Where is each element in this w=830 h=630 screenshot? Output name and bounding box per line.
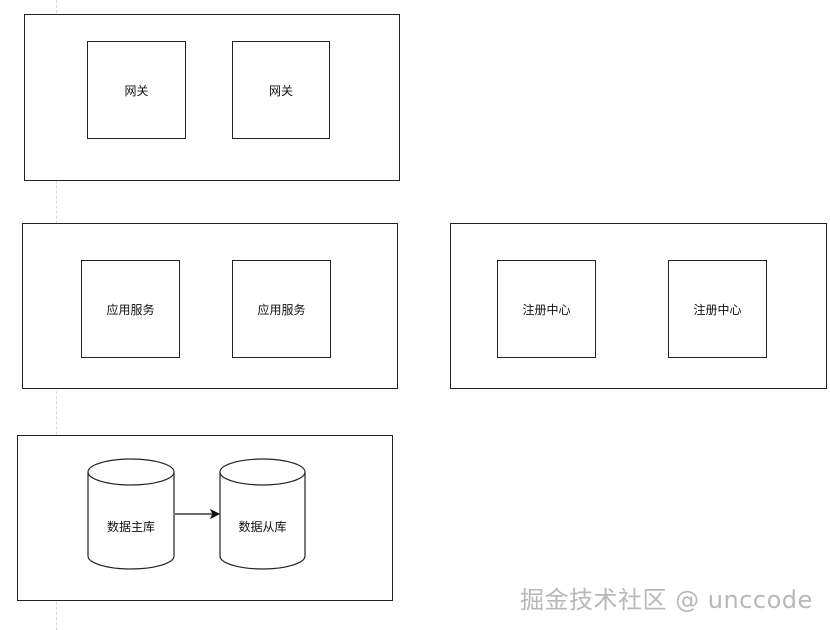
registry-node-1-label: 注册中心 (522, 302, 571, 317)
app-service-node-2[interactable]: 应用服务 (232, 260, 331, 358)
app-service-group (22, 223, 398, 389)
gateway-node-2[interactable]: 网关 (232, 41, 330, 139)
registry-node-1[interactable]: 注册中心 (497, 260, 596, 358)
gateway-node-1-label: 网关 (124, 83, 149, 98)
replica-database-cylinder[interactable]: 数据从库 (219, 458, 306, 570)
database-group (17, 435, 393, 601)
registry-node-2[interactable]: 注册中心 (668, 260, 767, 358)
replica-database-label: 数据从库 (238, 520, 287, 534)
gateway-group (24, 14, 400, 181)
database-cylinder-icon (219, 458, 306, 570)
gateway-node-1[interactable]: 网关 (87, 41, 186, 139)
watermark-text: 掘金技术社区 @ unccode (520, 586, 813, 614)
primary-database-cylinder[interactable]: 数据主库 (87, 458, 175, 570)
primary-database-label: 数据主库 (106, 520, 155, 534)
app-service-node-1[interactable]: 应用服务 (81, 260, 180, 358)
registry-node-2-label: 注册中心 (693, 302, 742, 317)
database-cylinder-icon (87, 458, 175, 570)
app-service-node-2-label: 应用服务 (257, 302, 306, 317)
gateway-node-2-label: 网关 (268, 83, 293, 98)
app-service-node-1-label: 应用服务 (106, 302, 155, 317)
